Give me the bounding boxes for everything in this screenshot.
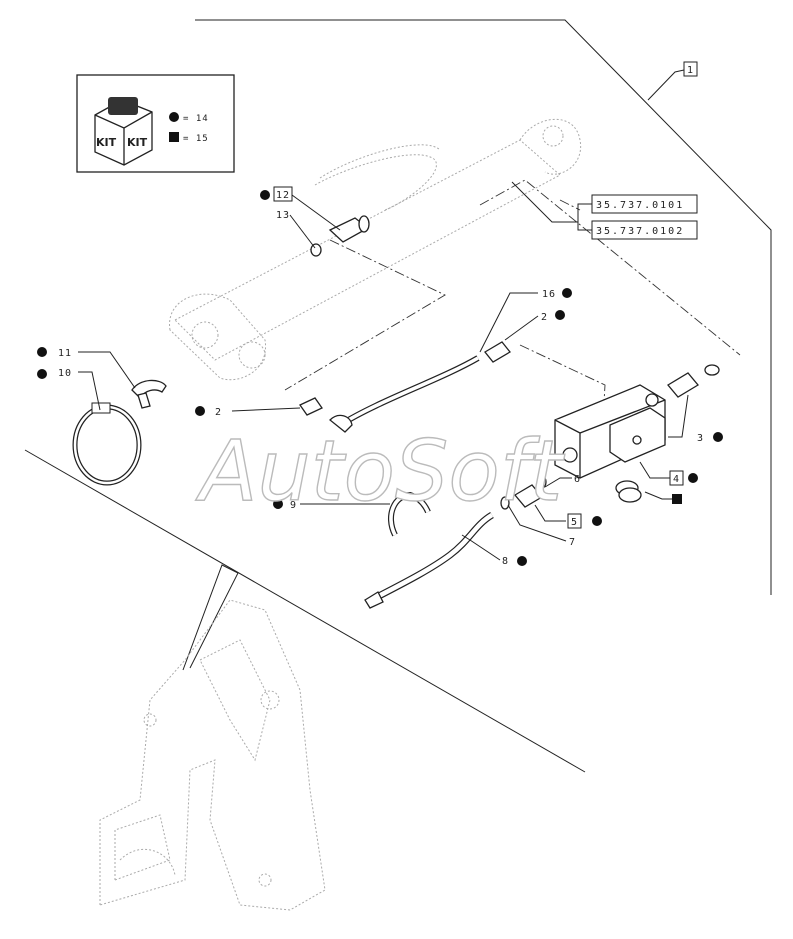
circle-marker-icon [37, 347, 47, 357]
square-marker-icon [672, 494, 682, 504]
fitting-2-upper [484, 341, 511, 363]
part-labels: 12 13 16 2 11 10 2 3 4 6 9 5 7 [37, 186, 723, 567]
ref-code-0102: 35.737.0102 [596, 226, 684, 237]
part-label-6: 6 [574, 474, 581, 485]
ghost-cylinder [169, 118, 582, 381]
oring-6 [537, 475, 547, 489]
kit-legend: KIT KIT = 14 = 15 [76, 74, 235, 173]
part-label-16: 16 [542, 289, 556, 300]
circle-marker-icon [713, 432, 723, 442]
part-label-5: 5 [571, 517, 578, 528]
circle-marker-icon [592, 516, 602, 526]
circle-marker-icon [37, 369, 47, 379]
fitting-3 [667, 372, 699, 398]
ref-codes: 35.737.0101 35.737.0102 [511, 181, 698, 240]
part-label-10: 10 [58, 368, 72, 379]
kit-label-right: KIT [127, 136, 148, 149]
part-label-9: 9 [290, 500, 297, 511]
circle-marker-icon [555, 310, 565, 320]
frame-lines [24, 19, 772, 773]
kit-label-left: KIT [96, 136, 117, 149]
watermark: AutoSoft [195, 422, 565, 520]
valve-block-4 [554, 384, 666, 479]
circle-marker-icon [195, 406, 205, 416]
square-marker-icon [169, 132, 179, 142]
part-label-2-upper: 2 [541, 312, 548, 323]
legend-circle-ref: = 14 [183, 114, 209, 124]
assembly-label: 1 [647, 61, 698, 101]
circle-marker-icon [169, 112, 179, 122]
ref-code-0101: 35.737.0101 [596, 200, 684, 211]
assembly-number: 1 [687, 65, 694, 76]
ghost-loader-arm [99, 599, 326, 911]
part-label-11: 11 [58, 348, 72, 359]
parts [72, 215, 720, 609]
clip-11 [131, 379, 167, 400]
part-label-7: 7 [569, 537, 576, 548]
part-label-12: 12 [276, 190, 290, 201]
circle-marker-icon [260, 190, 270, 200]
part-label-13: 13 [276, 210, 290, 221]
legend-square-ref: = 15 [183, 134, 209, 144]
circle-marker-icon [562, 288, 572, 298]
part-label-4: 4 [673, 474, 680, 485]
oring-7 [500, 496, 510, 510]
part-label-3: 3 [697, 433, 704, 444]
oring-13 [310, 243, 322, 257]
part-label-2-left: 2 [215, 407, 222, 418]
fitting-2-left [299, 397, 323, 416]
part-label-8: 8 [502, 556, 509, 567]
circle-marker-icon [517, 556, 527, 566]
leader-lines [78, 194, 689, 561]
circle-marker-icon [688, 473, 698, 483]
fitting-5 [514, 484, 543, 508]
circle-marker-icon [273, 499, 283, 509]
